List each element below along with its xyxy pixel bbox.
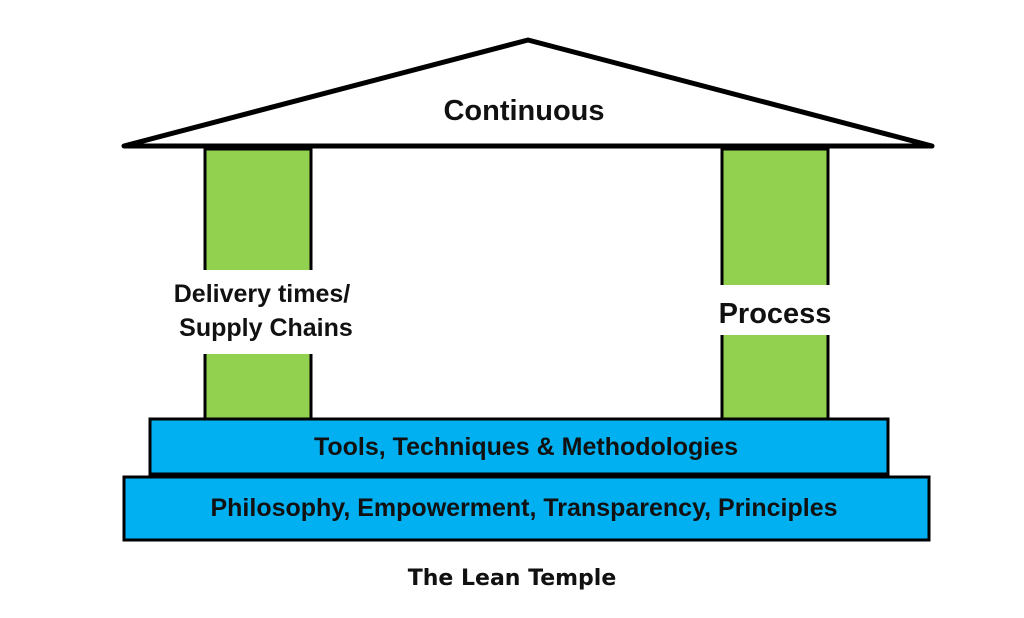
right-pillar-label-band: [700, 285, 852, 335]
temple-roof: [121, 37, 935, 149]
right-pillar: [720, 147, 830, 421]
foundation-lower-step: [122, 475, 931, 542]
roof-label: Continuous: [443, 95, 604, 127]
diagram-caption: The Lean Temple: [407, 566, 617, 591]
right-pillar-label: Process: [719, 298, 832, 330]
left-pillar-label-line1: Delivery times/: [174, 280, 351, 308]
foundation-upper-label: Tools, Techniques & Methodologies: [314, 433, 738, 461]
foundation-lower-label: Philosophy, Empowerment, Transparency, P…: [210, 494, 837, 522]
left-pillar-label-line2: Supply Chains: [179, 314, 353, 342]
left-pillar-label-band: [150, 270, 370, 354]
foundation-upper-step: [148, 417, 890, 476]
